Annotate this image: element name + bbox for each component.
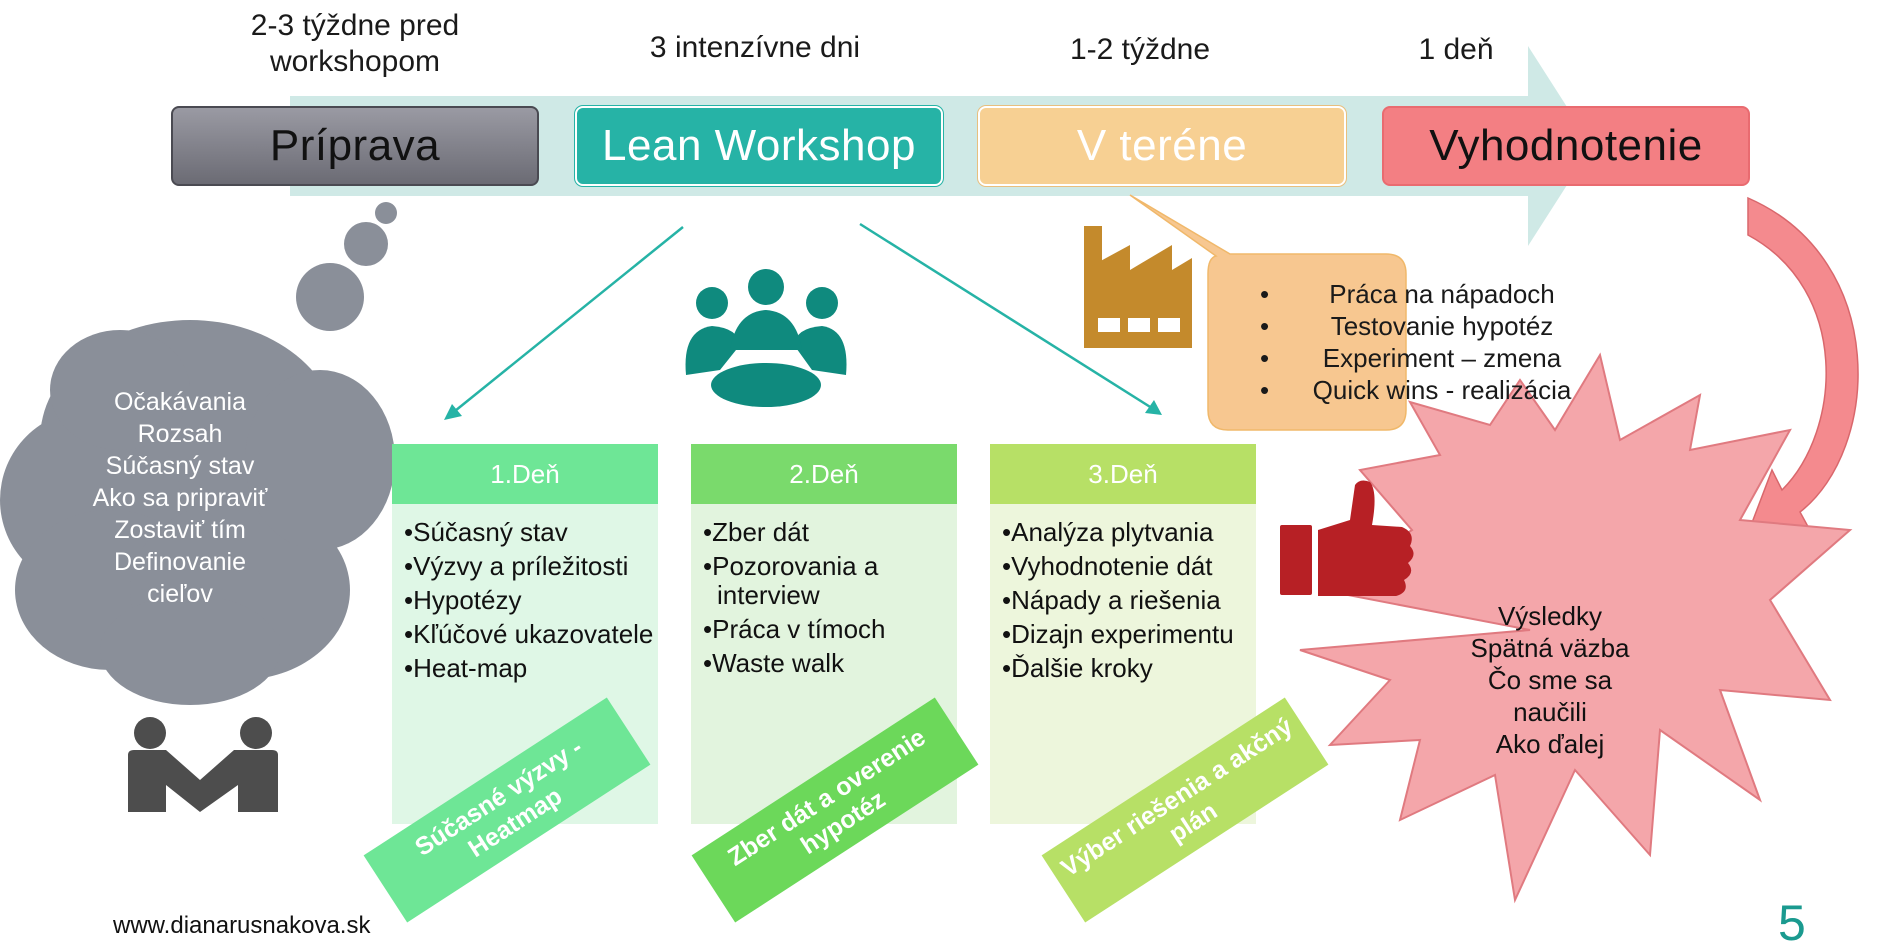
day3-list: Analýza plytvania Vyhodnotenie dát Nápad…	[990, 504, 1256, 683]
arrow-to-day3	[859, 222, 1156, 412]
results-line: Spätná väzba	[1470, 633, 1630, 663]
timing-label-1: 3 intenzívne dni	[649, 31, 861, 64]
list-item: Analýza plytvania	[1002, 518, 1256, 547]
day1-list: Súčasný stav Výzvy a príležitosti Hypoté…	[392, 504, 658, 683]
phase-vyhodnotenie-label: Vyhodnotenie	[1429, 121, 1703, 170]
list-item: Waste walk	[703, 649, 957, 678]
list-item: Dizajn experimentu	[1002, 620, 1256, 649]
cloud-line: Ako sa pripraviť	[92, 484, 268, 512]
results-line: Ako ďalej	[1495, 729, 1605, 759]
thumbs-up-icon	[1280, 480, 1414, 596]
cloud-line: cieľov	[147, 580, 213, 608]
day3-body: Analýza plytvania Vyhodnotenie dát Nápad…	[990, 504, 1256, 824]
list-item: Pozorovania a interview	[703, 552, 957, 610]
timing-label-0-line2: workshopom	[269, 45, 441, 78]
cloud-line: Zostaviť tím	[114, 516, 246, 544]
arrow-to-day1	[449, 226, 684, 416]
cloud-line: Súčasný stav	[105, 452, 255, 480]
list-item: Heat-map	[404, 654, 658, 683]
list-item: Súčasný stav	[404, 518, 658, 547]
callout-item: Práca na nápadoch	[1212, 278, 1632, 310]
arrow-to-day3-head	[1145, 400, 1162, 415]
phase-priprava: Príprava	[171, 106, 539, 186]
thought-cloud	[0, 320, 395, 705]
callout-item: Testovanie hypotéz	[1212, 310, 1632, 342]
cloud-line: Definovanie	[113, 548, 247, 576]
day1-body: Súčasný stav Výzvy a príležitosti Hypoté…	[392, 504, 658, 824]
people-icon	[685, 269, 847, 407]
list-item: Vyhodnotenie dát	[1002, 552, 1256, 581]
curved-arrow	[1747, 196, 1859, 535]
timing-label-0: 2-3 týždne pred workshopom	[210, 8, 500, 80]
phase-vyhodnotenie: Vyhodnotenie	[1382, 106, 1750, 186]
footer-url: www.dianarusnakova.sk	[113, 912, 371, 939]
day3-header: 3.Deň	[990, 444, 1256, 504]
thought-bubble-medium	[344, 222, 388, 266]
list-item: Kľúčové ukazovatele	[404, 620, 658, 649]
timing-label-2: 1-2 týždne	[1069, 33, 1211, 66]
thought-bubble-large	[296, 263, 364, 331]
results-line: Čo sme sa	[1487, 665, 1613, 695]
callout-list: Práca na nápadoch Testovanie hypotéz Exp…	[1212, 278, 1632, 406]
list-item: Zber dát	[703, 518, 957, 547]
timing-label-3: 1 deň	[1418, 33, 1494, 66]
list-item: Hypotézy	[404, 586, 658, 615]
callout-item: Quick wins - realizácia	[1212, 374, 1632, 406]
arrow-to-day1-head	[444, 404, 462, 420]
results-text: Výsledky Spätná väzba Čo sme sa naučili …	[1430, 600, 1670, 760]
page-number: 5	[1778, 895, 1806, 951]
results-line: Výsledky	[1497, 601, 1603, 631]
list-item: Práca v tímoch	[703, 615, 957, 644]
cloud-text: Očakávania Rozsah Súčasný stav Ako sa pr…	[60, 386, 300, 610]
phase-lean-workshop-label: Lean Workshop	[602, 121, 916, 170]
handshake-icon	[128, 717, 278, 812]
list-item: Ďalšie kroky	[1002, 654, 1256, 683]
thought-bubble-small	[375, 202, 397, 224]
list-item: Výzvy a príležitosti	[404, 552, 658, 581]
cloud-line: Očakávania	[113, 388, 247, 416]
cloud-line: Rozsah	[137, 420, 223, 448]
phase-priprava-label: Príprava	[269, 121, 441, 170]
timing-label-0-line1: 2-3 týždne pred	[250, 9, 460, 42]
day2-header: 2.Deň	[691, 444, 957, 504]
day2-body: Zber dát Pozorovania a interview Práca v…	[691, 504, 957, 824]
day1-header: 1.Deň	[392, 444, 658, 504]
results-line: naučili	[1513, 697, 1587, 727]
factory-icon	[1084, 226, 1192, 348]
day2-list: Zber dát Pozorovania a interview Práca v…	[691, 504, 957, 678]
phase-lean-workshop: Lean Workshop	[575, 106, 943, 186]
phase-v-terene: V teréne	[978, 106, 1346, 186]
phase-v-terene-label: V teréne	[1076, 121, 1248, 170]
list-item: Nápady a riešenia	[1002, 586, 1256, 615]
callout-item: Experiment – zmena	[1212, 342, 1632, 374]
